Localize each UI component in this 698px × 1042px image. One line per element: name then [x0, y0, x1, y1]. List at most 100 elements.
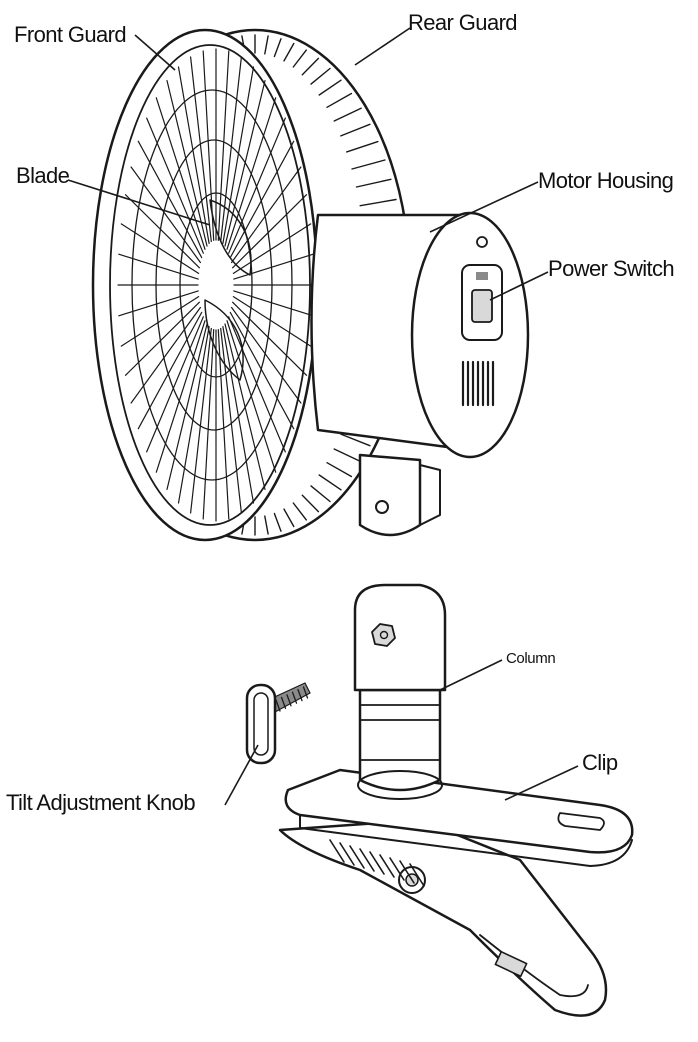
front-guard-spoke [120, 223, 200, 274]
label-clip: Clip [582, 750, 618, 775]
front-guard-spoke [217, 50, 230, 241]
labels: Front Guard Rear Guard Blade Motor Housi… [6, 10, 675, 815]
front-guard-spoke [220, 56, 242, 243]
column-segment [359, 704, 441, 761]
rear-guard-rib [333, 107, 362, 122]
rear-guard-rib [264, 515, 269, 535]
rear-guard-rib [301, 57, 320, 76]
front-guard-spoke [118, 253, 199, 280]
grip-ridge [389, 857, 405, 881]
front-guard-ring [155, 139, 273, 431]
leader-column [439, 659, 503, 691]
label-column: Column [506, 650, 555, 667]
leader-blade [67, 179, 211, 226]
rear-guard-rib [310, 67, 331, 85]
rear-guard-rib [326, 462, 353, 478]
front-guard-spoke [124, 301, 200, 376]
leader-power-switch [489, 271, 549, 301]
clip-grip-ridges [329, 839, 425, 887]
rear-guard-rib [301, 494, 320, 513]
rear-guard-rib [292, 502, 307, 521]
grip-ridge [409, 863, 425, 887]
bolt-thread [286, 694, 292, 707]
mount-bracket-hole [375, 500, 389, 514]
front-guard-spoke [177, 66, 210, 244]
rear-guard-rib [359, 198, 397, 207]
front-guard-spoke [220, 327, 242, 514]
front-guard-spoke [222, 326, 255, 504]
front-guard-spoke [137, 311, 203, 430]
rear-guard-rib [283, 508, 295, 528]
front-guard-spoke [146, 316, 204, 453]
front-guard-spoke [124, 194, 200, 269]
front-guard-spoke [217, 329, 230, 520]
front-guard-ring [131, 89, 293, 481]
rear-guard-rib [355, 178, 392, 188]
front-guard-spoke [190, 327, 212, 514]
front-guard-spoke [233, 290, 314, 317]
bolt-thread [280, 696, 287, 710]
front-guard-ring [179, 192, 253, 378]
bolt-thread [302, 686, 309, 699]
rear-guard-rib [340, 433, 371, 447]
grip-ridge [379, 854, 395, 878]
clip-spring-tab [494, 950, 528, 978]
front-guard-spoke [232, 296, 312, 347]
front-guard-spoke [130, 306, 201, 404]
grip-ridge [399, 860, 415, 884]
front-guard-spoke [120, 296, 200, 347]
front-guard-spoke [137, 140, 203, 259]
tilt-adjustment-knob [245, 682, 311, 765]
bolt-thread [297, 688, 303, 702]
grip-ridge [369, 851, 385, 875]
rear-guard-rib [318, 474, 342, 491]
front-guard-spoke [222, 66, 255, 244]
clip-illustration [245, 583, 634, 1017]
blade-shape [204, 299, 244, 381]
rear-guard-rib [326, 92, 353, 109]
label-front-guard: Front Guard [14, 22, 126, 47]
front-guard-spokes [117, 48, 315, 522]
front-guard-spoke [118, 290, 199, 317]
leader-tilt-knob [224, 744, 259, 806]
power-switch-toggle [471, 289, 493, 323]
clip-lever-slot [557, 812, 605, 831]
rear-guard-rib [273, 512, 282, 532]
front-guard-spoke [231, 306, 302, 404]
label-power-switch: Power Switch [548, 256, 674, 281]
rear-guard-rib [283, 42, 295, 62]
front-guard-spoke [155, 97, 206, 250]
column-head [353, 583, 447, 692]
column-hex-nut [371, 623, 396, 647]
mount-bracket [358, 453, 422, 537]
mount-bracket-side [419, 464, 441, 526]
front-guard-spoke [166, 323, 208, 490]
front-guard-spoke [229, 311, 295, 430]
rear-guard-rib [340, 123, 371, 137]
front-guard-spoke [232, 301, 308, 376]
rear-guard-rib [273, 38, 282, 58]
rear-guard-rib [318, 79, 342, 96]
grip-ridge [349, 845, 365, 869]
rear-guard-rib [333, 448, 362, 463]
label-motor-housing: Motor Housing [538, 168, 673, 193]
column-nut-bore [379, 630, 389, 640]
rear-guard-rib [292, 49, 307, 68]
rear-guard-rib [310, 485, 331, 503]
label-rear-guard: Rear Guard [408, 10, 517, 35]
leader-motor-housing [429, 181, 539, 233]
motor-housing-cap [410, 211, 530, 459]
blade-shape [209, 199, 252, 276]
leader-rear-guard [354, 27, 411, 66]
front-guard-spoke [177, 326, 210, 504]
front-guard-spoke [232, 223, 312, 274]
front-guard-spoke [229, 140, 295, 259]
rear-guard-rib [264, 35, 269, 55]
front-guard-spoke [190, 56, 212, 243]
rear-guard-rib [346, 140, 379, 153]
leader-clip [504, 765, 579, 801]
grip-ridge [359, 848, 375, 872]
front-guard-spoke [231, 166, 302, 264]
front-guard-spoke [146, 117, 204, 254]
